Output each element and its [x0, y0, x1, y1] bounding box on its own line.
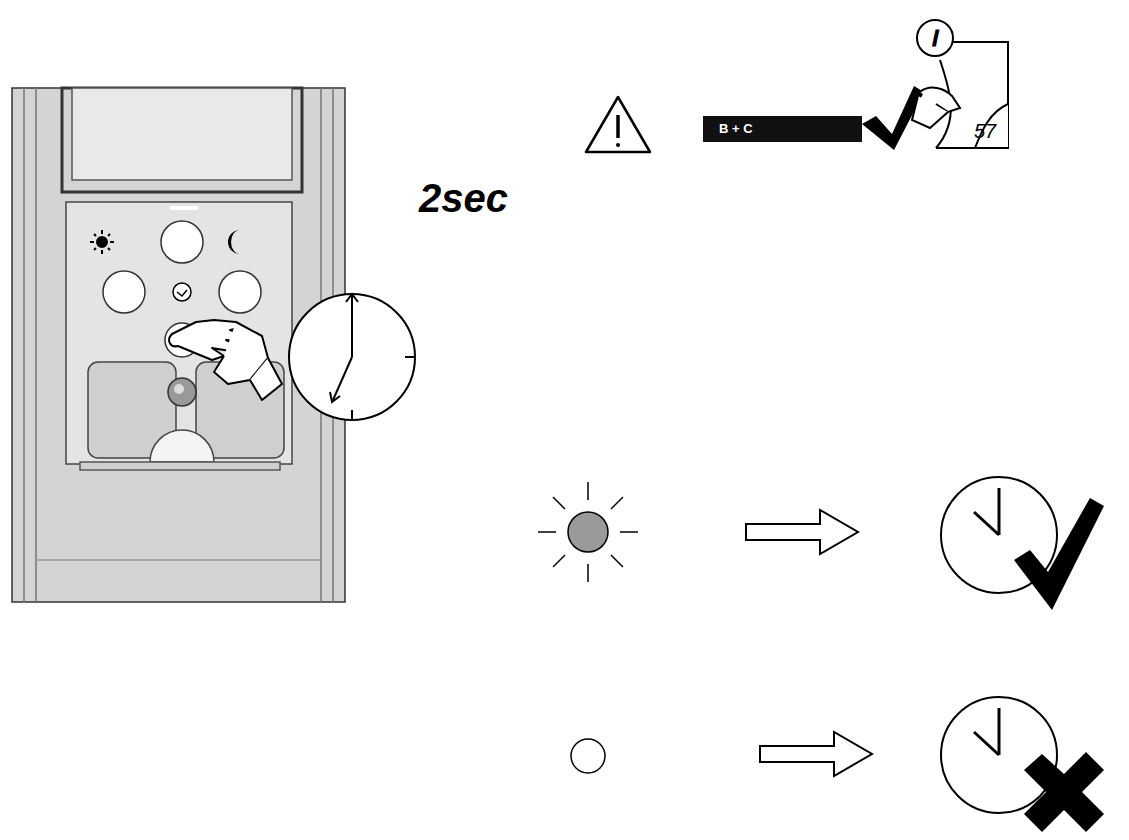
pressing-hand [169, 320, 282, 400]
clock-fail [941, 697, 1057, 813]
reference-box: B + C [703, 116, 862, 142]
info-glyph: 𝒊 [931, 25, 940, 51]
page-number: 57 [974, 120, 996, 143]
led-flashing [538, 482, 638, 582]
hold-clock [289, 294, 415, 420]
led-off [571, 739, 605, 773]
moon-icon [228, 230, 240, 254]
result-arrow [746, 510, 872, 776]
duration-label: 2sec [419, 176, 508, 221]
cross-mark [1024, 752, 1104, 832]
box-text: B + C [719, 121, 846, 136]
check-mark [1014, 498, 1104, 610]
timer-icon [173, 283, 191, 301]
manual-page-icon: 𝒊 [912, 20, 1008, 148]
warning-symbol [586, 97, 650, 152]
sun-icon [90, 230, 114, 254]
